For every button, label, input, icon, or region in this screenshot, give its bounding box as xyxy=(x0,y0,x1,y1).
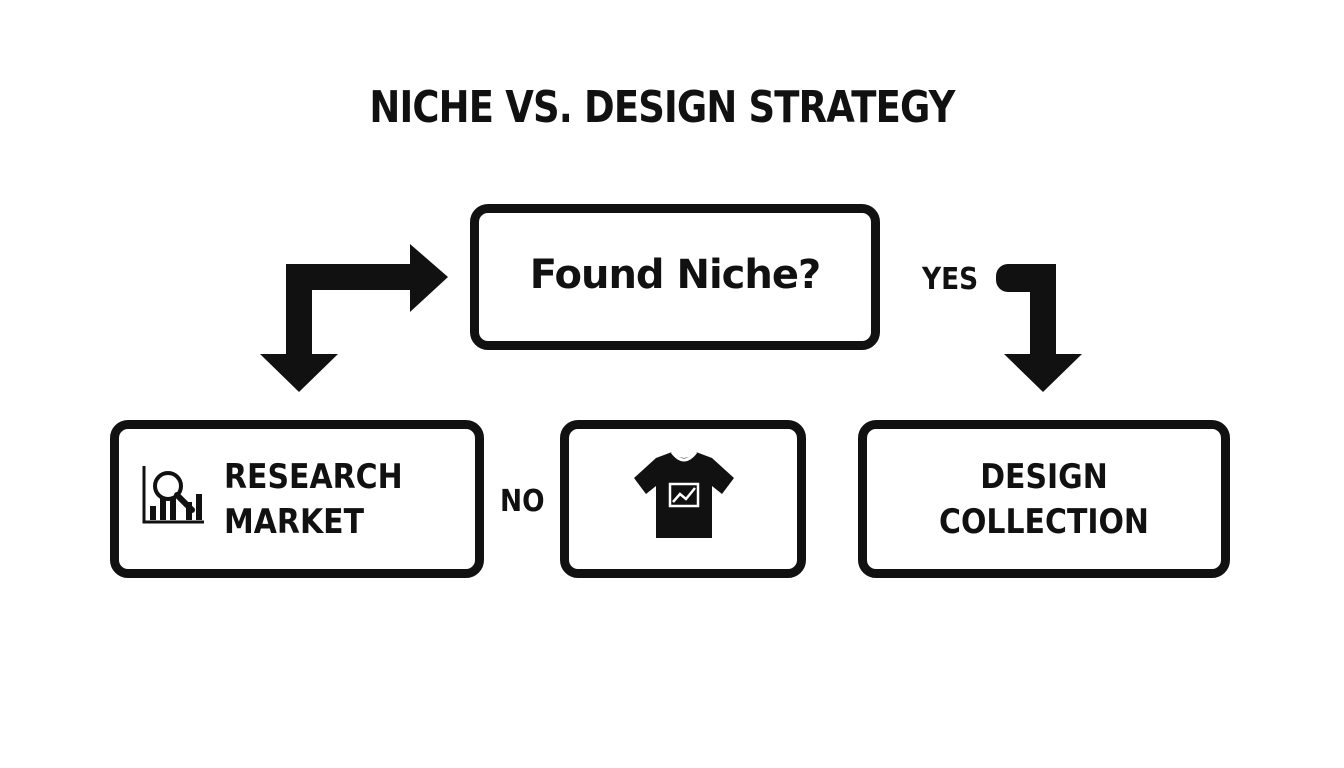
design-label-line2: COLLECTION xyxy=(939,502,1149,542)
tshirt-box xyxy=(560,420,806,578)
decision-box xyxy=(470,204,880,350)
design-label-line1: DESIGN xyxy=(980,457,1108,497)
yes-label: YES xyxy=(922,262,979,297)
yes-arrow xyxy=(996,264,1082,392)
design-collection-box xyxy=(858,420,1230,578)
loop-arrow xyxy=(260,244,448,392)
research-market-box xyxy=(110,420,484,578)
research-label-line2: MARKET xyxy=(224,502,365,542)
research-label-line1: RESEARCH xyxy=(224,457,403,497)
page-title: NICHE VS. DESIGN STRATEGY xyxy=(369,82,955,133)
decision-label: Found Niche? xyxy=(529,252,821,298)
no-label: NO xyxy=(500,484,545,519)
